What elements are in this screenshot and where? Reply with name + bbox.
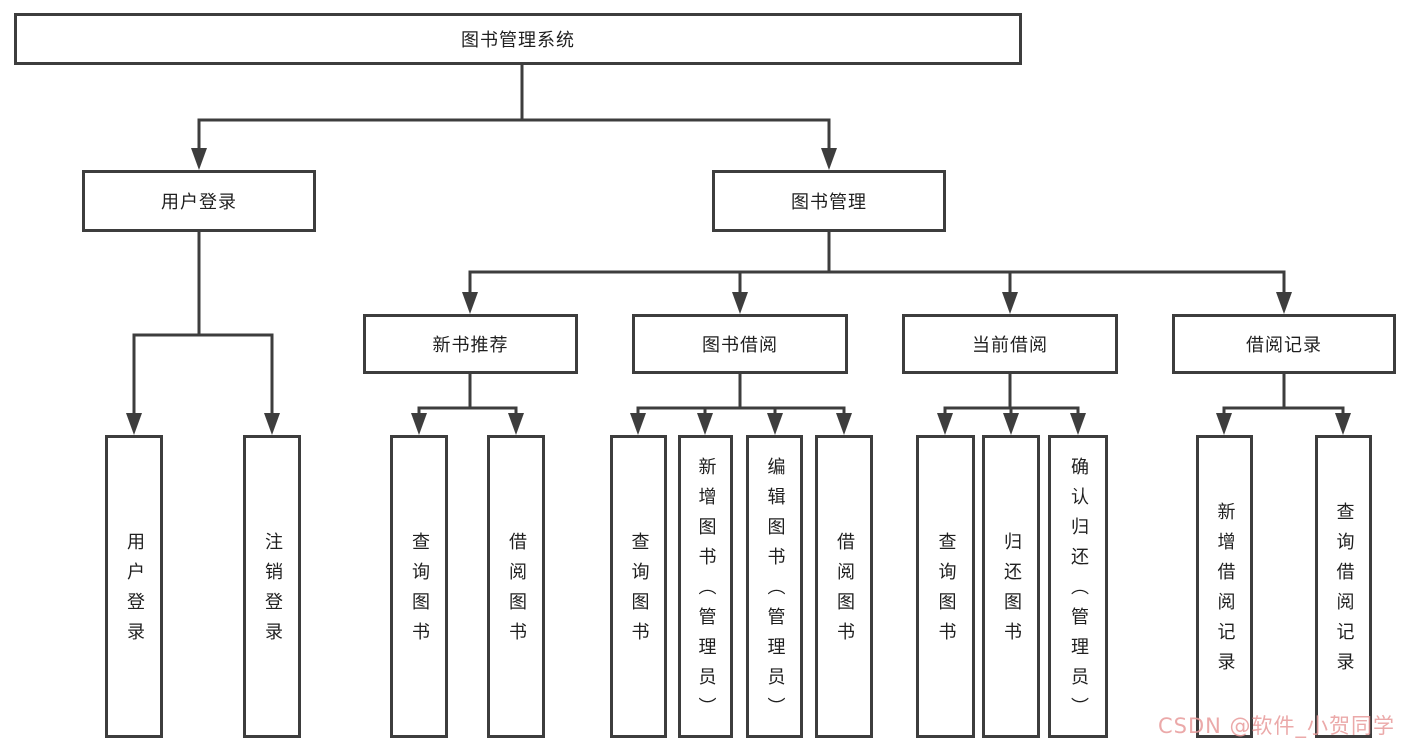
node-user-login-label: 用户登录 [161,192,237,213]
node-new-book-recommend: 新书推荐 [363,314,578,374]
leaf-current-query: 查询图书 [916,435,975,738]
leaf-borrow-edit-admin-label: 编辑图书（管理员） [764,457,786,727]
leaf-borrow-book-label: 借阅图书 [834,532,855,652]
leaf-borrow-book: 借阅图书 [815,435,873,738]
leaf-records-query: 查询借阅记录 [1315,435,1372,738]
node-user-login: 用户登录 [82,170,316,232]
leaf-user-login-label: 用户登录 [124,532,145,652]
leaf-records-query-label: 查询借阅记录 [1333,502,1355,682]
leaf-newbook-query: 查询图书 [390,435,448,738]
leaf-records-add-label: 新增借阅记录 [1214,502,1236,682]
leaf-current-return-label: 归还图书 [1001,532,1022,652]
node-book-management: 图书管理 [712,170,946,232]
node-book-management-label: 图书管理 [791,192,867,213]
leaf-current-query-label: 查询图书 [935,532,957,652]
node-current-borrow: 当前借阅 [902,314,1118,374]
leaf-borrow-query-label: 查询图书 [628,532,650,652]
node-root: 图书管理系统 [14,13,1022,65]
node-root-label: 图书管理系统 [461,30,575,51]
leaf-newbook-query-label: 查询图书 [409,532,430,652]
node-current-borrow-label: 当前借阅 [972,335,1048,356]
arrowheads [126,148,1351,435]
node-book-borrow-label: 图书借阅 [702,335,778,356]
leaf-borrow-query: 查询图书 [610,435,667,738]
leaf-logout: 注销登录 [243,435,301,738]
leaf-logout-label: 注销登录 [262,532,283,652]
leaf-current-confirm-admin-label: 确认归还（管理员） [1068,457,1089,727]
leaf-current-confirm-admin: 确认归还（管理员） [1048,435,1108,738]
csdn-watermark: CSDN @软件_小贺同学 [1158,714,1396,738]
leaf-borrow-edit-admin: 编辑图书（管理员） [746,435,803,738]
node-new-book-recommend-label: 新书推荐 [432,335,509,356]
leaf-borrow-add-admin-label: 新增图书（管理员） [695,457,717,727]
leaf-borrow-add-admin: 新增图书（管理员） [678,435,733,738]
leaf-newbook-borrow-label: 借阅图书 [506,532,527,652]
leaf-newbook-borrow: 借阅图书 [487,435,545,738]
leaf-records-add: 新增借阅记录 [1196,435,1253,738]
leaf-user-login: 用户登录 [105,435,163,738]
node-borrow-records-label: 借阅记录 [1246,335,1322,356]
node-book-borrow: 图书借阅 [632,314,848,374]
node-borrow-records: 借阅记录 [1172,314,1396,374]
leaf-current-return: 归还图书 [982,435,1040,738]
